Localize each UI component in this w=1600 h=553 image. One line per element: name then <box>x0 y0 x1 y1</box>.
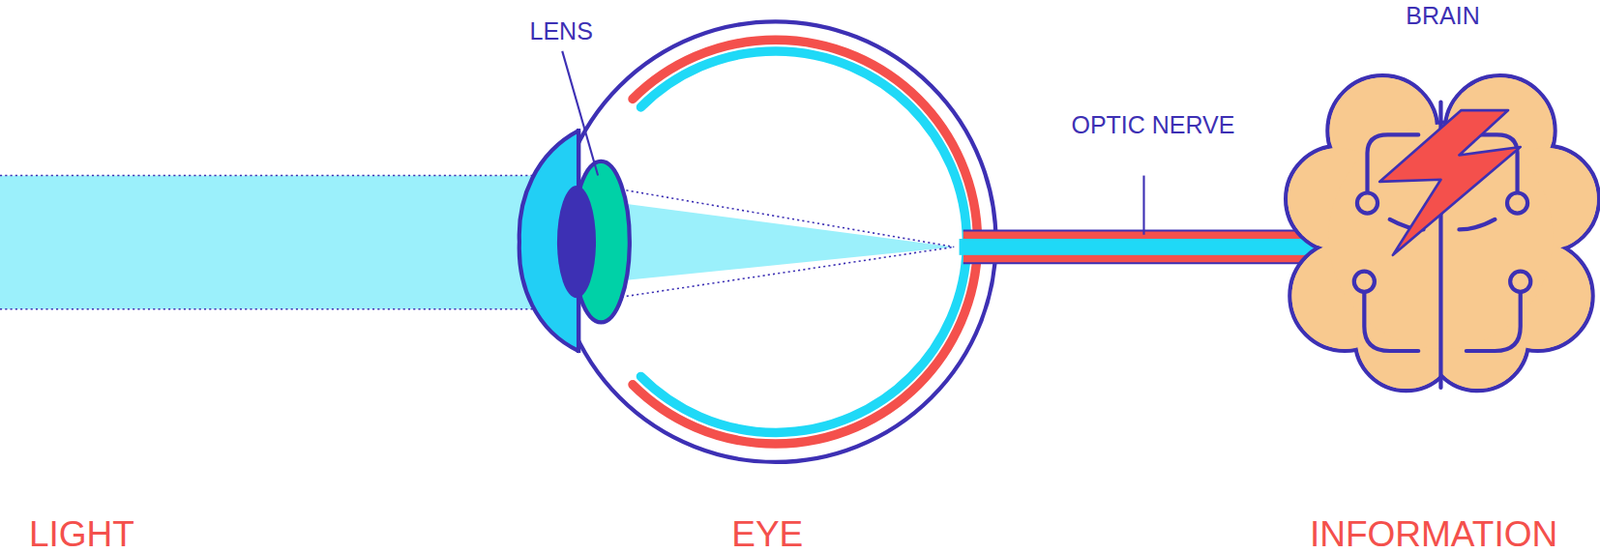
retina-outer <box>632 39 978 445</box>
beam-edge <box>0 308 541 311</box>
nerve-edge <box>963 229 1316 232</box>
beam-edge <box>0 175 541 178</box>
neuron-node <box>1354 271 1375 293</box>
leader-line <box>1142 176 1145 236</box>
part-label: LENS <box>530 18 593 43</box>
stage-label: EYE <box>731 515 803 552</box>
neuron-node <box>1507 193 1528 214</box>
brain-figure <box>1285 75 1600 391</box>
focused-light <box>612 202 954 282</box>
stage-label: LIGHT <box>29 515 135 552</box>
brain-fold <box>1466 293 1521 352</box>
stage-label: INFORMATION <box>1309 515 1558 552</box>
brain-fold <box>1363 293 1419 352</box>
optic-nerve-core <box>959 238 1316 256</box>
lightning-bolt <box>1379 110 1521 256</box>
neuron-node <box>1510 271 1531 293</box>
pupil <box>557 185 596 298</box>
brain-fold <box>1458 219 1495 231</box>
neuron-node <box>1357 193 1378 214</box>
leader-line <box>562 51 598 177</box>
eyeball <box>555 21 997 463</box>
part-label: BRAIN <box>1405 2 1480 28</box>
part-label: OPTIC NERVE <box>1070 112 1235 137</box>
light-beam <box>0 176 541 310</box>
nerve-edge <box>963 262 1316 265</box>
retina-inner <box>640 51 967 434</box>
